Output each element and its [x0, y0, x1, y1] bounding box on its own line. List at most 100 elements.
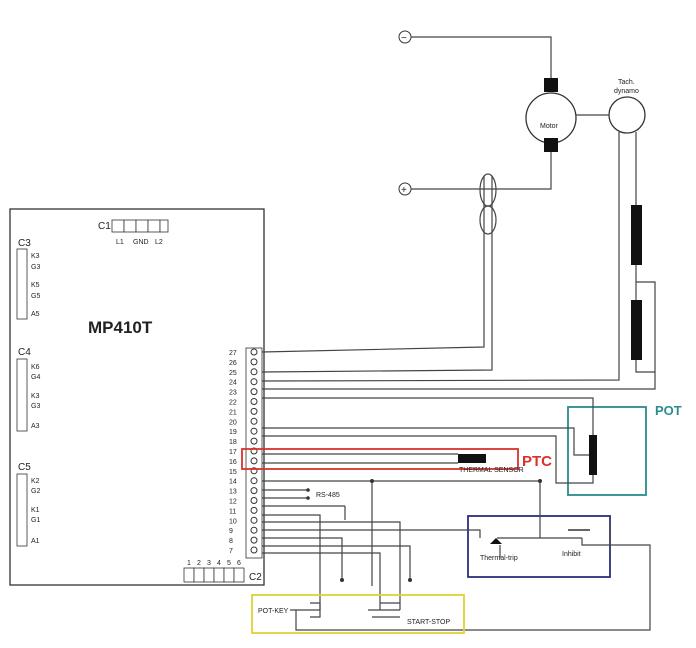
c2-pin-6: 6 — [237, 560, 241, 567]
controller-board — [9, 208, 265, 586]
rs485-wiring — [262, 489, 308, 499]
terminal-label-22: 22 — [229, 400, 237, 407]
c4-pin-3: G3 — [31, 403, 40, 410]
ptc-wiring — [262, 453, 458, 464]
thermal-trip-contact — [490, 538, 502, 544]
thermal-sensor-label: THERMAL SENSOR — [459, 467, 524, 474]
terminal-screw-7 — [250, 546, 258, 554]
c2-pin-4: 4 — [217, 560, 221, 567]
terminal-screw-8 — [250, 536, 258, 544]
tach-dynamo-symbol — [608, 96, 646, 134]
c5-pin-4: A1 — [31, 538, 40, 545]
pot-box — [567, 406, 647, 496]
motor-wiring — [261, 36, 656, 390]
motor-symbol — [525, 78, 577, 152]
thermal-trip-label: Thermal-trip — [480, 555, 518, 562]
c1-pin-l2: L2 — [155, 239, 163, 246]
terminal-label-9: 9 — [229, 528, 233, 535]
terminal-label-23: 23 — [229, 390, 237, 397]
terminal-screw-10 — [250, 516, 258, 524]
c5-connector — [16, 473, 28, 547]
terminal-screw-27 — [250, 348, 258, 356]
terminal-label-13: 13 — [229, 489, 237, 496]
terminal-screw-19 — [250, 427, 258, 435]
c2-label: C2 — [249, 572, 262, 583]
pot-key-label: POT-KEY — [258, 608, 289, 615]
terminal-screw-9 — [250, 526, 258, 534]
tach-label-2: dynamo — [614, 88, 639, 95]
terminal-screw-23 — [250, 388, 258, 396]
terminal-label-21: 21 — [229, 409, 237, 416]
c3-pin-2: K5 — [31, 282, 40, 289]
terminal-label-19: 19 — [229, 429, 237, 436]
junction-dots — [340, 479, 542, 582]
terminal-screw-12 — [250, 497, 258, 504]
inductor-2 — [631, 300, 642, 360]
c1-label: C1 — [98, 221, 111, 232]
terminal-screw-16 — [250, 457, 258, 465]
ptc-box — [241, 448, 519, 470]
c4-pin-1: G4 — [31, 374, 40, 381]
c2-pin-1: 1 — [187, 560, 191, 567]
terminal-label-16: 16 — [229, 459, 237, 466]
c5-pin-0: K2 — [31, 478, 40, 485]
inhibit-label: Inhibit — [562, 551, 581, 558]
c4-pin-0: K6 — [31, 364, 40, 371]
motor-label: Motor — [540, 123, 559, 130]
c4-connector — [16, 358, 28, 432]
c3-pin-3: G5 — [31, 293, 40, 300]
terminal-label-20: 20 — [229, 419, 237, 426]
c5-label: C5 — [18, 462, 31, 473]
terminal-label-10: 10 — [229, 518, 237, 525]
terminal-screw-22 — [250, 398, 258, 405]
c4-pin-4: A3 — [31, 423, 40, 430]
c5-pin-1: G2 — [31, 488, 40, 495]
terminal-label-11: 11 — [229, 508, 236, 515]
terminal-label-18: 18 — [229, 439, 237, 446]
ptc-label: PTC — [522, 453, 552, 470]
motor-minus-label: − — [401, 33, 407, 44]
terminal-label-14: 14 — [229, 479, 237, 486]
c3-connector — [16, 248, 28, 320]
motor-plus-label: + — [401, 185, 407, 196]
controller-title: MP410T — [88, 318, 153, 337]
c1-pin-l1: L1 — [116, 239, 124, 246]
rs485-label: RS-485 — [316, 492, 340, 499]
terminal-label-7: 7 — [229, 548, 233, 555]
c2-pin-5: 5 — [227, 560, 231, 567]
terminal-label-8: 8 — [229, 538, 233, 545]
c4-label: C4 — [18, 347, 31, 358]
terminal-screw-21 — [250, 407, 258, 415]
c3-pin-4: A5 — [31, 311, 40, 318]
c1-connector — [111, 219, 169, 233]
terminal-label-24: 24 — [229, 380, 237, 387]
c3-pin-0: K3 — [31, 253, 40, 260]
terminal-label-12: 12 — [229, 499, 237, 506]
c5-pin-2: K1 — [31, 507, 40, 514]
terminal-screw-18 — [250, 437, 258, 445]
keys-box — [251, 594, 465, 634]
pot-label: POT — [655, 403, 682, 418]
terminal-screw-26 — [250, 358, 258, 366]
tach-label-1: Tach. — [618, 79, 635, 86]
c1-pin-gnd: GND — [133, 239, 149, 246]
keys-wiring — [290, 602, 400, 618]
pot-wiring — [262, 397, 594, 484]
c3-pin-1: G3 — [31, 264, 40, 271]
c5-pin-3: G1 — [31, 517, 40, 524]
start-stop-label: START-STOP — [407, 619, 451, 626]
c2-pin-2: 2 — [197, 560, 201, 567]
terminal-label-27: 27 — [229, 350, 237, 357]
terminal-screw-13 — [250, 487, 258, 495]
terminal-screw-11 — [250, 506, 258, 514]
interlock-box — [467, 515, 611, 578]
c3-label: C3 — [18, 238, 31, 249]
terminal-screw-14 — [250, 477, 258, 485]
terminal-label-26: 26 — [229, 360, 237, 367]
terminal-screw-20 — [250, 417, 258, 425]
terminal-screw-24 — [250, 378, 258, 386]
terminal-label-15: 15 — [229, 469, 237, 476]
inductor-1 — [631, 205, 642, 265]
